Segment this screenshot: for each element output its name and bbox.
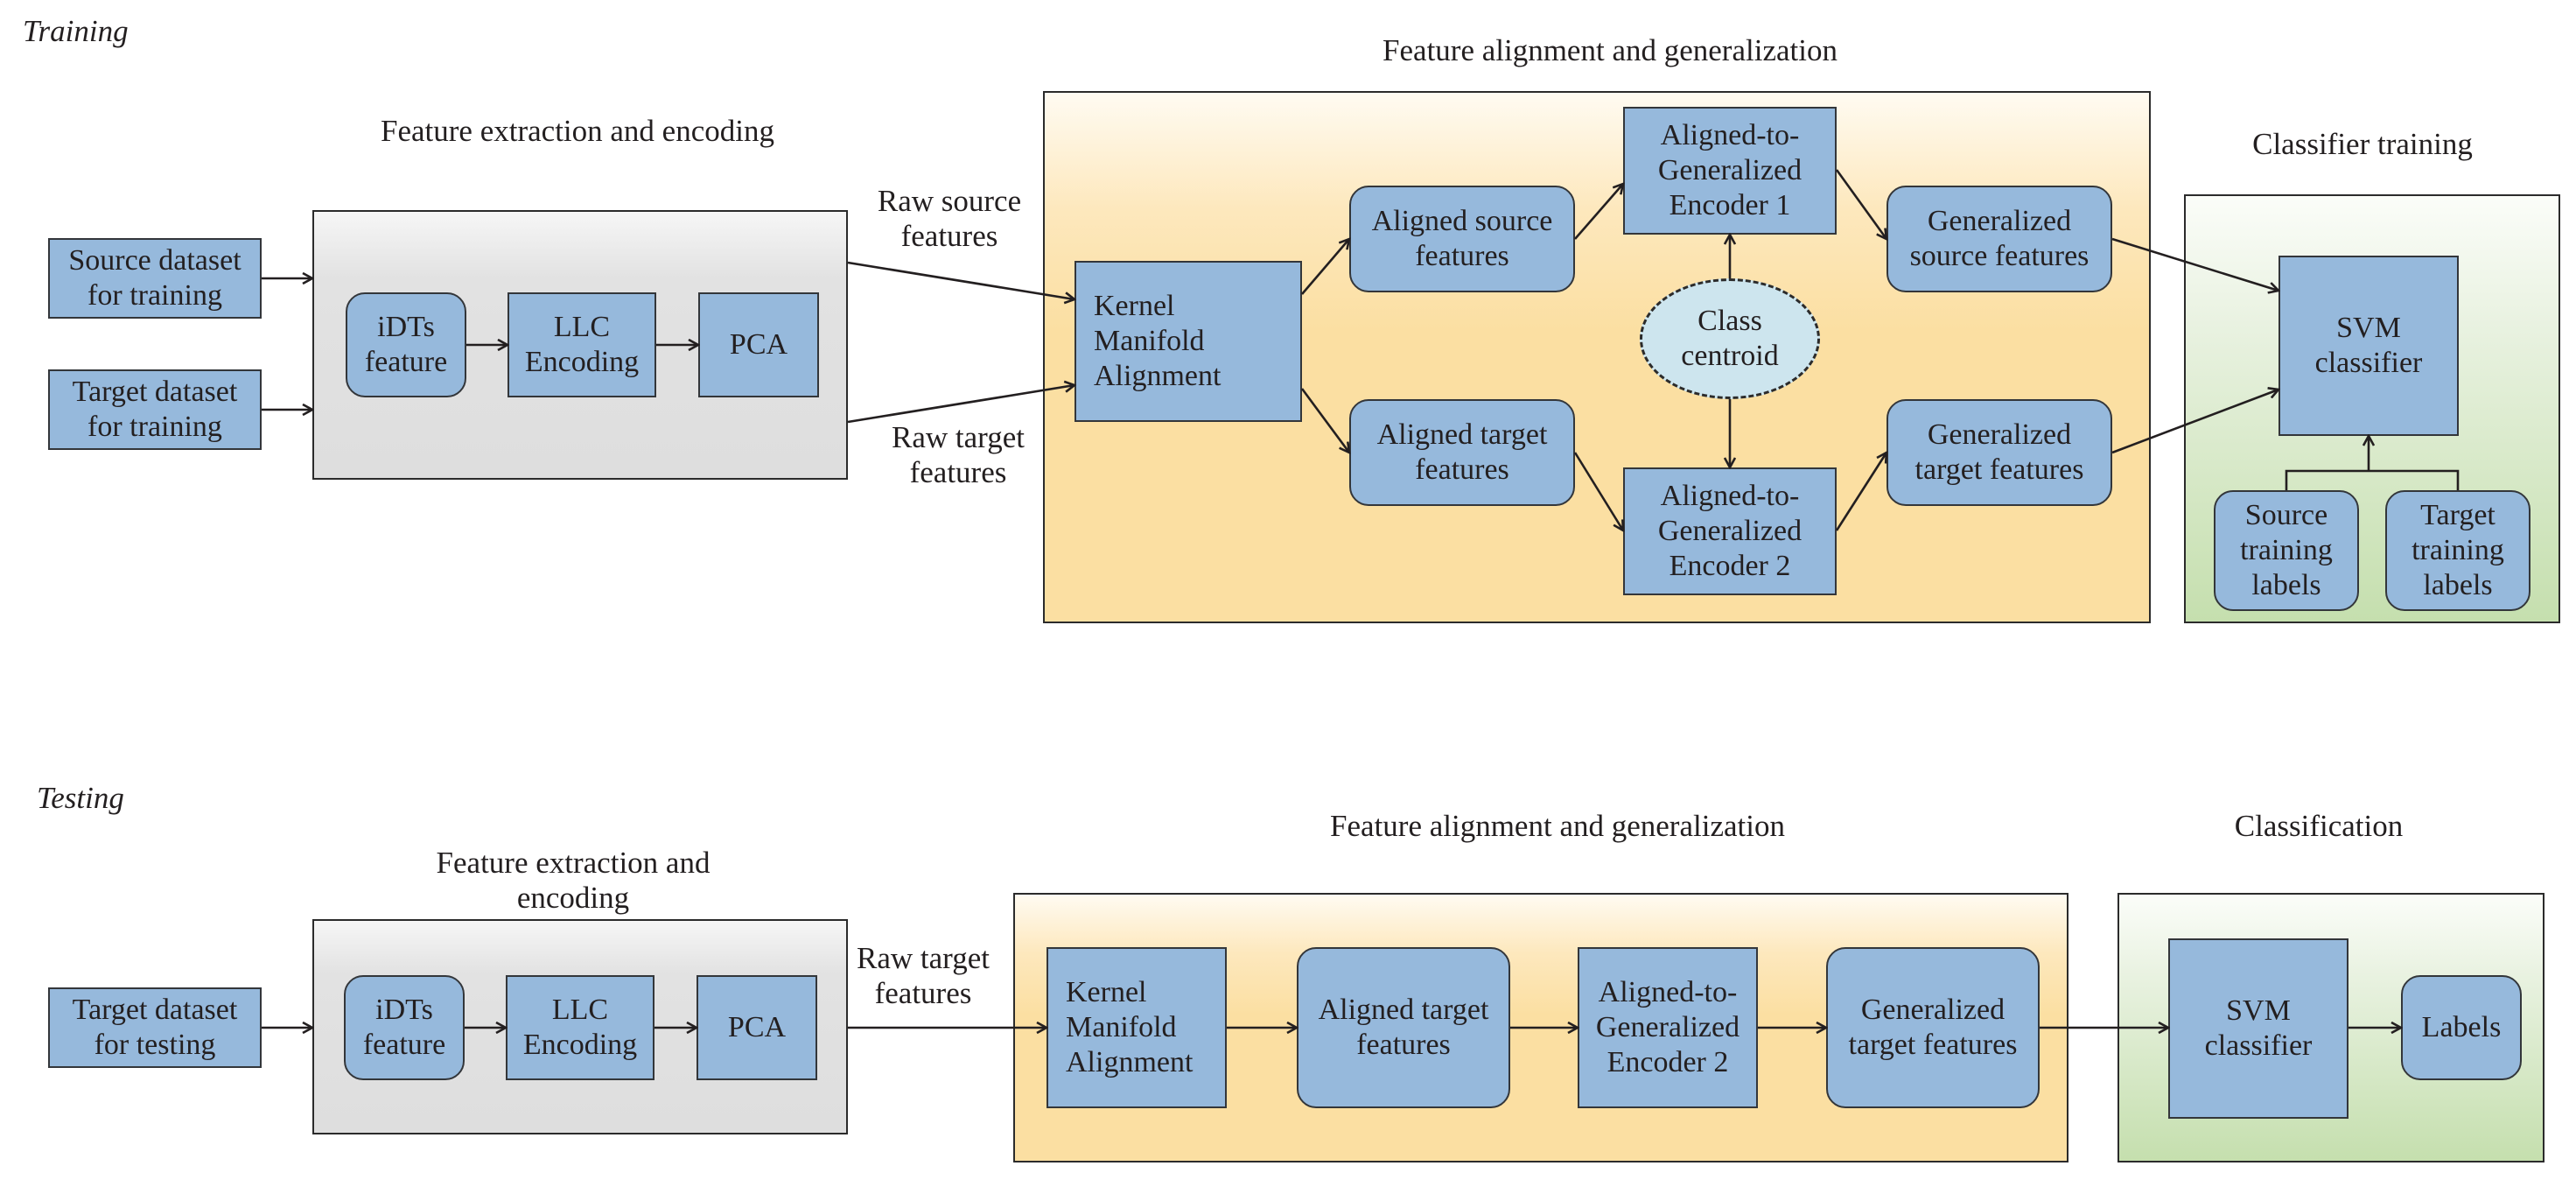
testing-labels: Labels [2401, 975, 2522, 1080]
training-section-label: Training [23, 14, 129, 48]
target-dataset-training: Target dataset for training [48, 369, 262, 450]
testing-llc-encoding: LLC Encoding [506, 975, 654, 1080]
testing-idts-feature: iDTs feature [344, 975, 465, 1080]
testing-svm-classifier: SVM classifier [2168, 938, 2348, 1119]
training-alignment-title: Feature alignment and generalization [1382, 33, 1838, 67]
target-dataset-testing: Target dataset for testing [48, 987, 262, 1068]
source-dataset-training: Source dataset for training [48, 238, 262, 319]
class-centroid: Class centroid [1640, 278, 1820, 399]
testing-extraction-title: Feature extraction and encoding [436, 846, 710, 915]
training-classifier-title: Classifier training [2252, 127, 2473, 161]
target-training-labels: Target training labels [2385, 490, 2530, 611]
training-generalized-target-features: Generalized target features [1886, 399, 2112, 506]
testing-kernel-manifold-alignment: Kernel Manifold Alignment [1046, 947, 1227, 1108]
source-training-labels: Source training labels [2214, 490, 2359, 611]
training-encoder-2: Aligned-to- Generalized Encoder 2 [1623, 467, 1837, 595]
arrow-raw-target-to-kma [847, 385, 1074, 424]
testing-encoder-2: Aligned-to- Generalized Encoder 2 [1578, 947, 1758, 1108]
training-generalized-source-features: Generalized source features [1886, 186, 2112, 292]
raw-target-features-label: Raw target features [892, 420, 1025, 489]
training-extraction-title: Feature extraction and encoding [381, 114, 774, 148]
training-llc-encoding: LLC Encoding [508, 292, 656, 397]
training-idts-feature: iDTs feature [346, 292, 466, 397]
testing-section-label: Testing [37, 781, 124, 815]
training-encoder-1: Aligned-to- Generalized Encoder 1 [1623, 107, 1837, 235]
testing-generalized-target-features: Generalized target features [1826, 947, 2040, 1108]
training-pca: PCA [698, 292, 819, 397]
testing-classification-title: Classification [2234, 809, 2404, 843]
training-aligned-source-features: Aligned source features [1349, 186, 1575, 292]
arrow-raw-source-to-kma [847, 261, 1074, 299]
training-kernel-manifold-alignment: Kernel Manifold Alignment [1074, 261, 1302, 422]
training-svm-classifier: SVM classifier [2278, 256, 2459, 436]
testing-aligned-target-features: Aligned target features [1297, 947, 1510, 1108]
training-aligned-target-features: Aligned target features [1349, 399, 1575, 506]
raw-source-features-label: Raw source features [877, 184, 1022, 253]
testing-alignment-title: Feature alignment and generalization [1330, 809, 1785, 843]
testing-pca: PCA [696, 975, 817, 1080]
testing-raw-target-features-label: Raw target features [857, 941, 990, 1010]
